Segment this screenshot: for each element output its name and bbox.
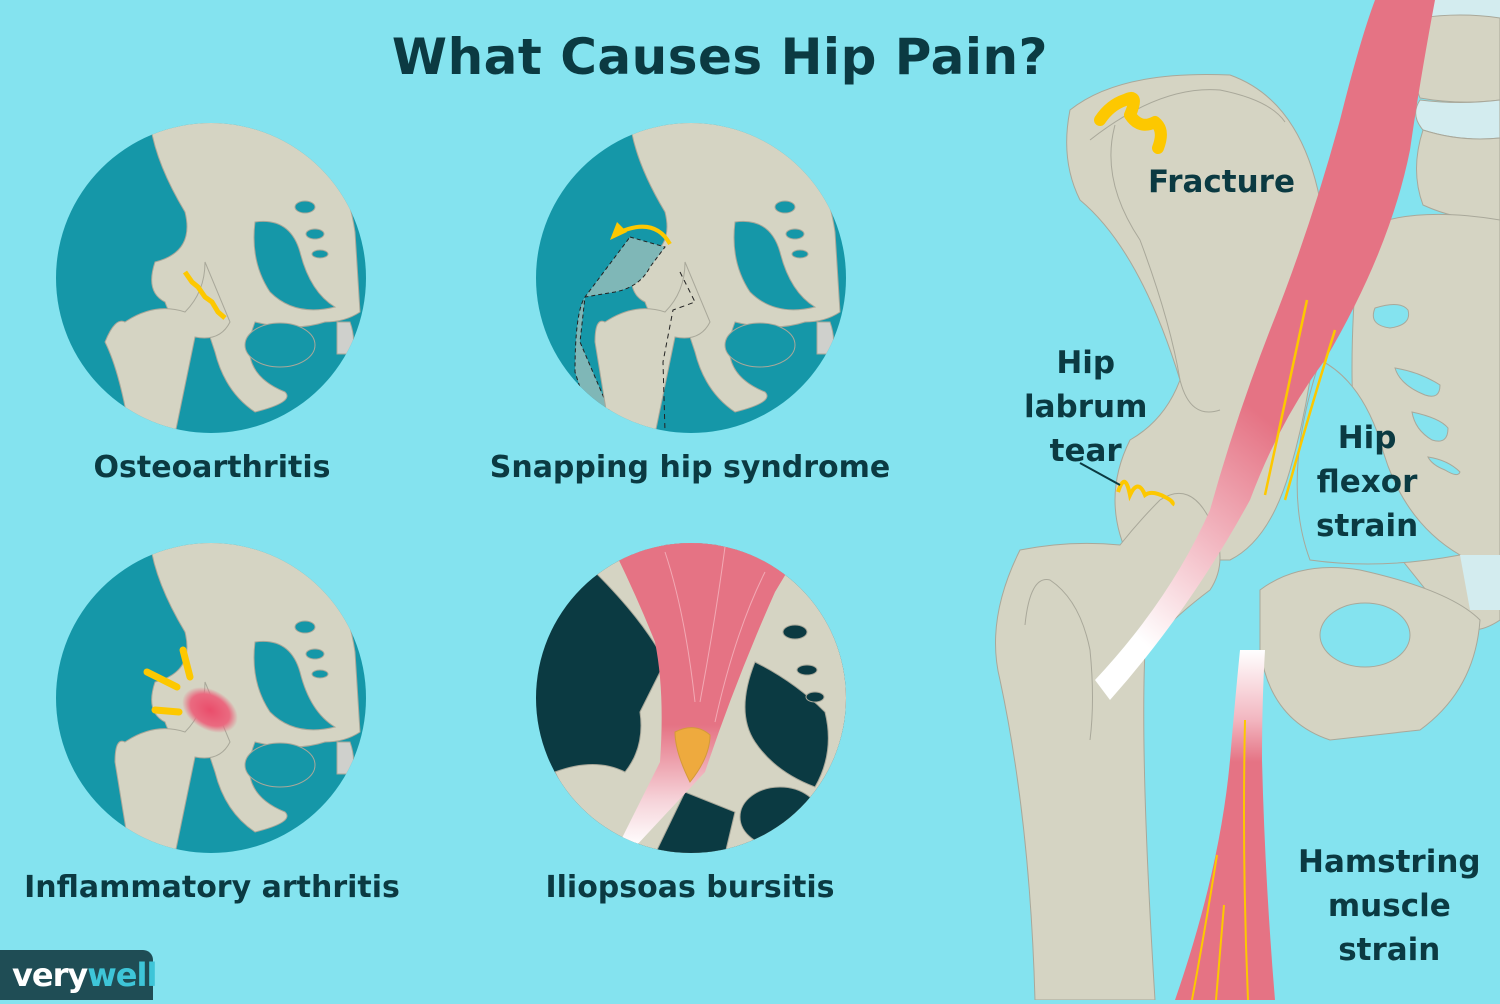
logo-text-well: well (87, 956, 157, 994)
page-title: What Causes Hip Pain? (391, 28, 1049, 86)
caption-snapping-hip: Snapping hip syndrome (489, 450, 891, 485)
hip-anatomy-illustration (980, 0, 1500, 1001)
osteoarthritis-illustration (55, 122, 367, 434)
label-hip-labrum-tear: Hip labrum tear (1024, 345, 1148, 469)
snap-arrow-icon (619, 224, 672, 246)
iliopsoas-bursitis-illustration (535, 542, 847, 854)
caption-osteoarthritis: Osteoarthritis (93, 450, 331, 485)
bursa-icon (674, 727, 711, 783)
label-hip-flexor-strain: Hip flexor strain (1316, 420, 1419, 544)
inflammatory-arthritis-illustration (55, 542, 367, 854)
logo-text-very: very (12, 956, 88, 994)
fracture-marker-icon (1094, 92, 1167, 154)
snapping-hip-illustration (535, 122, 847, 434)
label-hamstring-muscle-strain: Hamstring muscle strain (1298, 844, 1481, 968)
caption-iliopsoas-bursitis: Iliopsoas bursitis (545, 870, 835, 905)
caption-inflammatory-arthritis: Inflammatory arthritis (24, 870, 400, 905)
label-fracture: Fracture (1148, 164, 1295, 200)
inflammation-icon (182, 687, 238, 733)
labrum-tear-icon (1116, 479, 1175, 507)
labrum-pointer-line (1079, 462, 1121, 486)
cartilage-wear-icon (182, 270, 227, 320)
